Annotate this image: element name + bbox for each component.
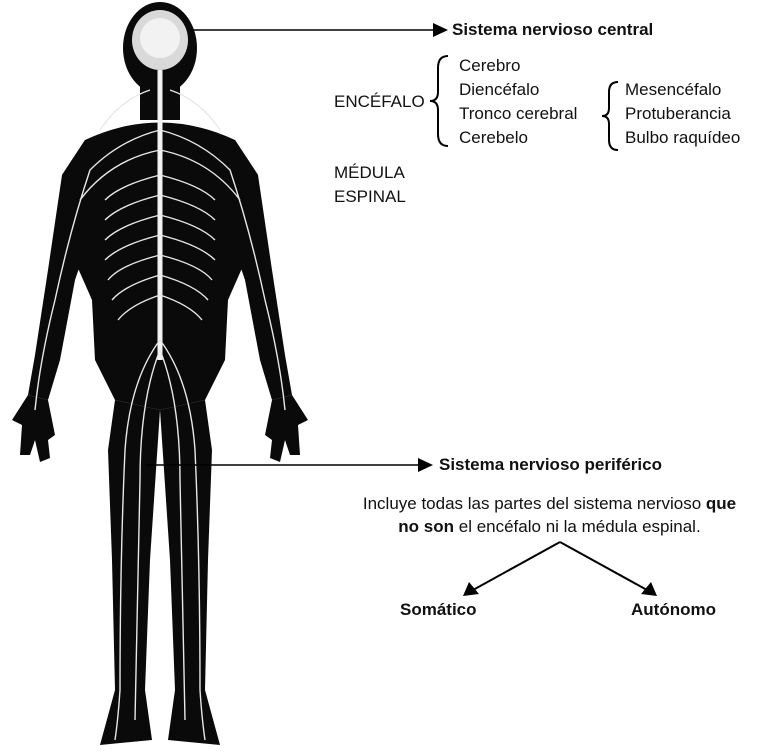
encefalo-item-cerebro: Cerebro	[459, 56, 520, 76]
branch-somatico: Somático	[400, 600, 477, 620]
tronco-item-protuberancia: Protuberancia	[625, 104, 731, 124]
peripheral-description: Incluye todas las partes del sistema ner…	[330, 492, 769, 538]
desc-bold-no-son: no son	[398, 517, 454, 536]
medula-label-line1: MÉDULA	[334, 163, 405, 183]
tronco-item-mesencefalo: Mesencéfalo	[625, 80, 721, 100]
tronco-item-bulbo: Bulbo raquídeo	[625, 128, 740, 148]
desc-bold-que: que	[706, 494, 736, 513]
branch-arrows	[455, 540, 665, 600]
encefalo-item-diencefalo: Diencéfalo	[459, 80, 539, 100]
tronco-brace	[600, 80, 622, 152]
encefalo-brace	[428, 54, 452, 148]
central-system-title: Sistema nervioso central	[452, 20, 653, 40]
peripheral-system-title: Sistema nervioso periférico	[439, 455, 662, 475]
human-nervous-system-figure	[0, 0, 330, 756]
encefalo-item-cerebelo: Cerebelo	[459, 128, 528, 148]
central-arrow	[190, 20, 450, 40]
peripheral-arrow	[145, 455, 435, 475]
encefalo-item-tronco: Tronco cerebral	[459, 104, 577, 124]
encefalo-label: ENCÉFALO	[334, 92, 425, 112]
desc-text-2: el encéfalo ni la médula espinal.	[454, 517, 701, 536]
branch-autonomo: Autónomo	[631, 600, 716, 620]
desc-text-1: Incluye todas las partes del sistema ner…	[363, 494, 706, 513]
medula-label-line2: ESPINAL	[334, 187, 406, 207]
